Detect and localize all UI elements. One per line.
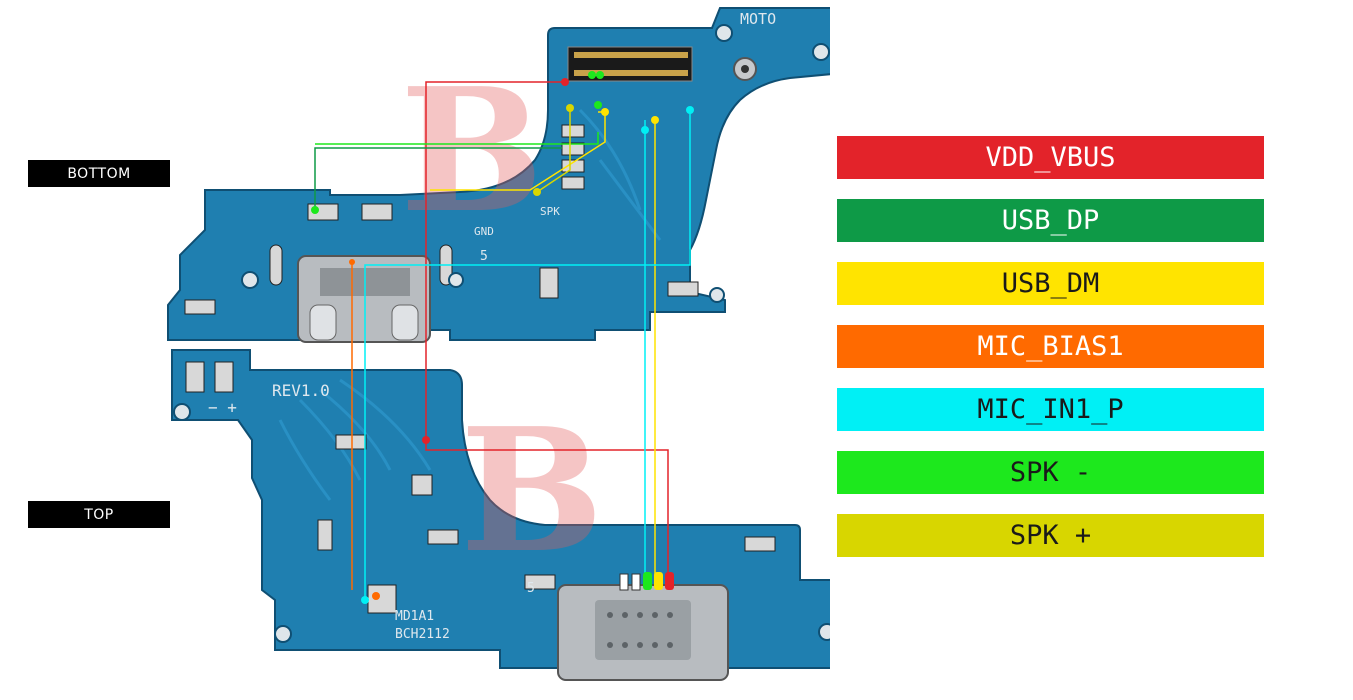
legend-item-usb-dp: USB_DP: [837, 199, 1264, 242]
line-usb-dp: [314, 147, 562, 210]
pcb-traces: [278, 108, 662, 501]
svg-text:B: B: [400, 51, 544, 251]
connector-pins: [574, 52, 688, 76]
usb-pads: [619, 572, 674, 591]
watermark-logo: B B: [400, 51, 604, 591]
legend-item-vdd-vbus: VDD_VBUS: [837, 136, 1264, 179]
silkscreen-5-bottom: 5: [480, 249, 488, 264]
board-code-2: BCH2112: [395, 627, 450, 642]
svg-text:B: B: [460, 391, 604, 591]
pcb-diagram: B B: [167, 7, 830, 681]
line-mic-in: [364, 110, 691, 600]
signal-dots: [311, 71, 694, 604]
line-spk-minus: [315, 132, 599, 145]
line-vdd-vbus: [425, 81, 669, 575]
moto-silkscreen: MOTO: [740, 10, 776, 28]
top-side-label: TOP: [28, 501, 170, 528]
legend-item-usb-dm: USB_DM: [837, 262, 1264, 305]
bottom-side-label: BOTTOM: [28, 160, 170, 187]
gnd-silkscreen: GND: [474, 225, 494, 238]
line-spk-plus: [539, 108, 571, 191]
polarity-silkscreen: − +: [208, 398, 237, 417]
legend-item-mic-in1-p: MIC_IN1_P: [837, 388, 1264, 431]
board-code-1: MD1A1: [395, 609, 434, 624]
spk-silkscreen: SPK: [540, 205, 560, 218]
legend-item-mic-bias1: MIC_BIAS1: [837, 325, 1264, 368]
silkscreen-5-top: 5: [527, 581, 535, 596]
legend-item-spk: SPK -: [837, 451, 1264, 494]
components: [184, 124, 776, 614]
rev-silkscreen: REV1.0: [272, 381, 330, 400]
mounting-holes: [173, 24, 830, 643]
legend-item-spk: SPK +: [837, 514, 1264, 557]
